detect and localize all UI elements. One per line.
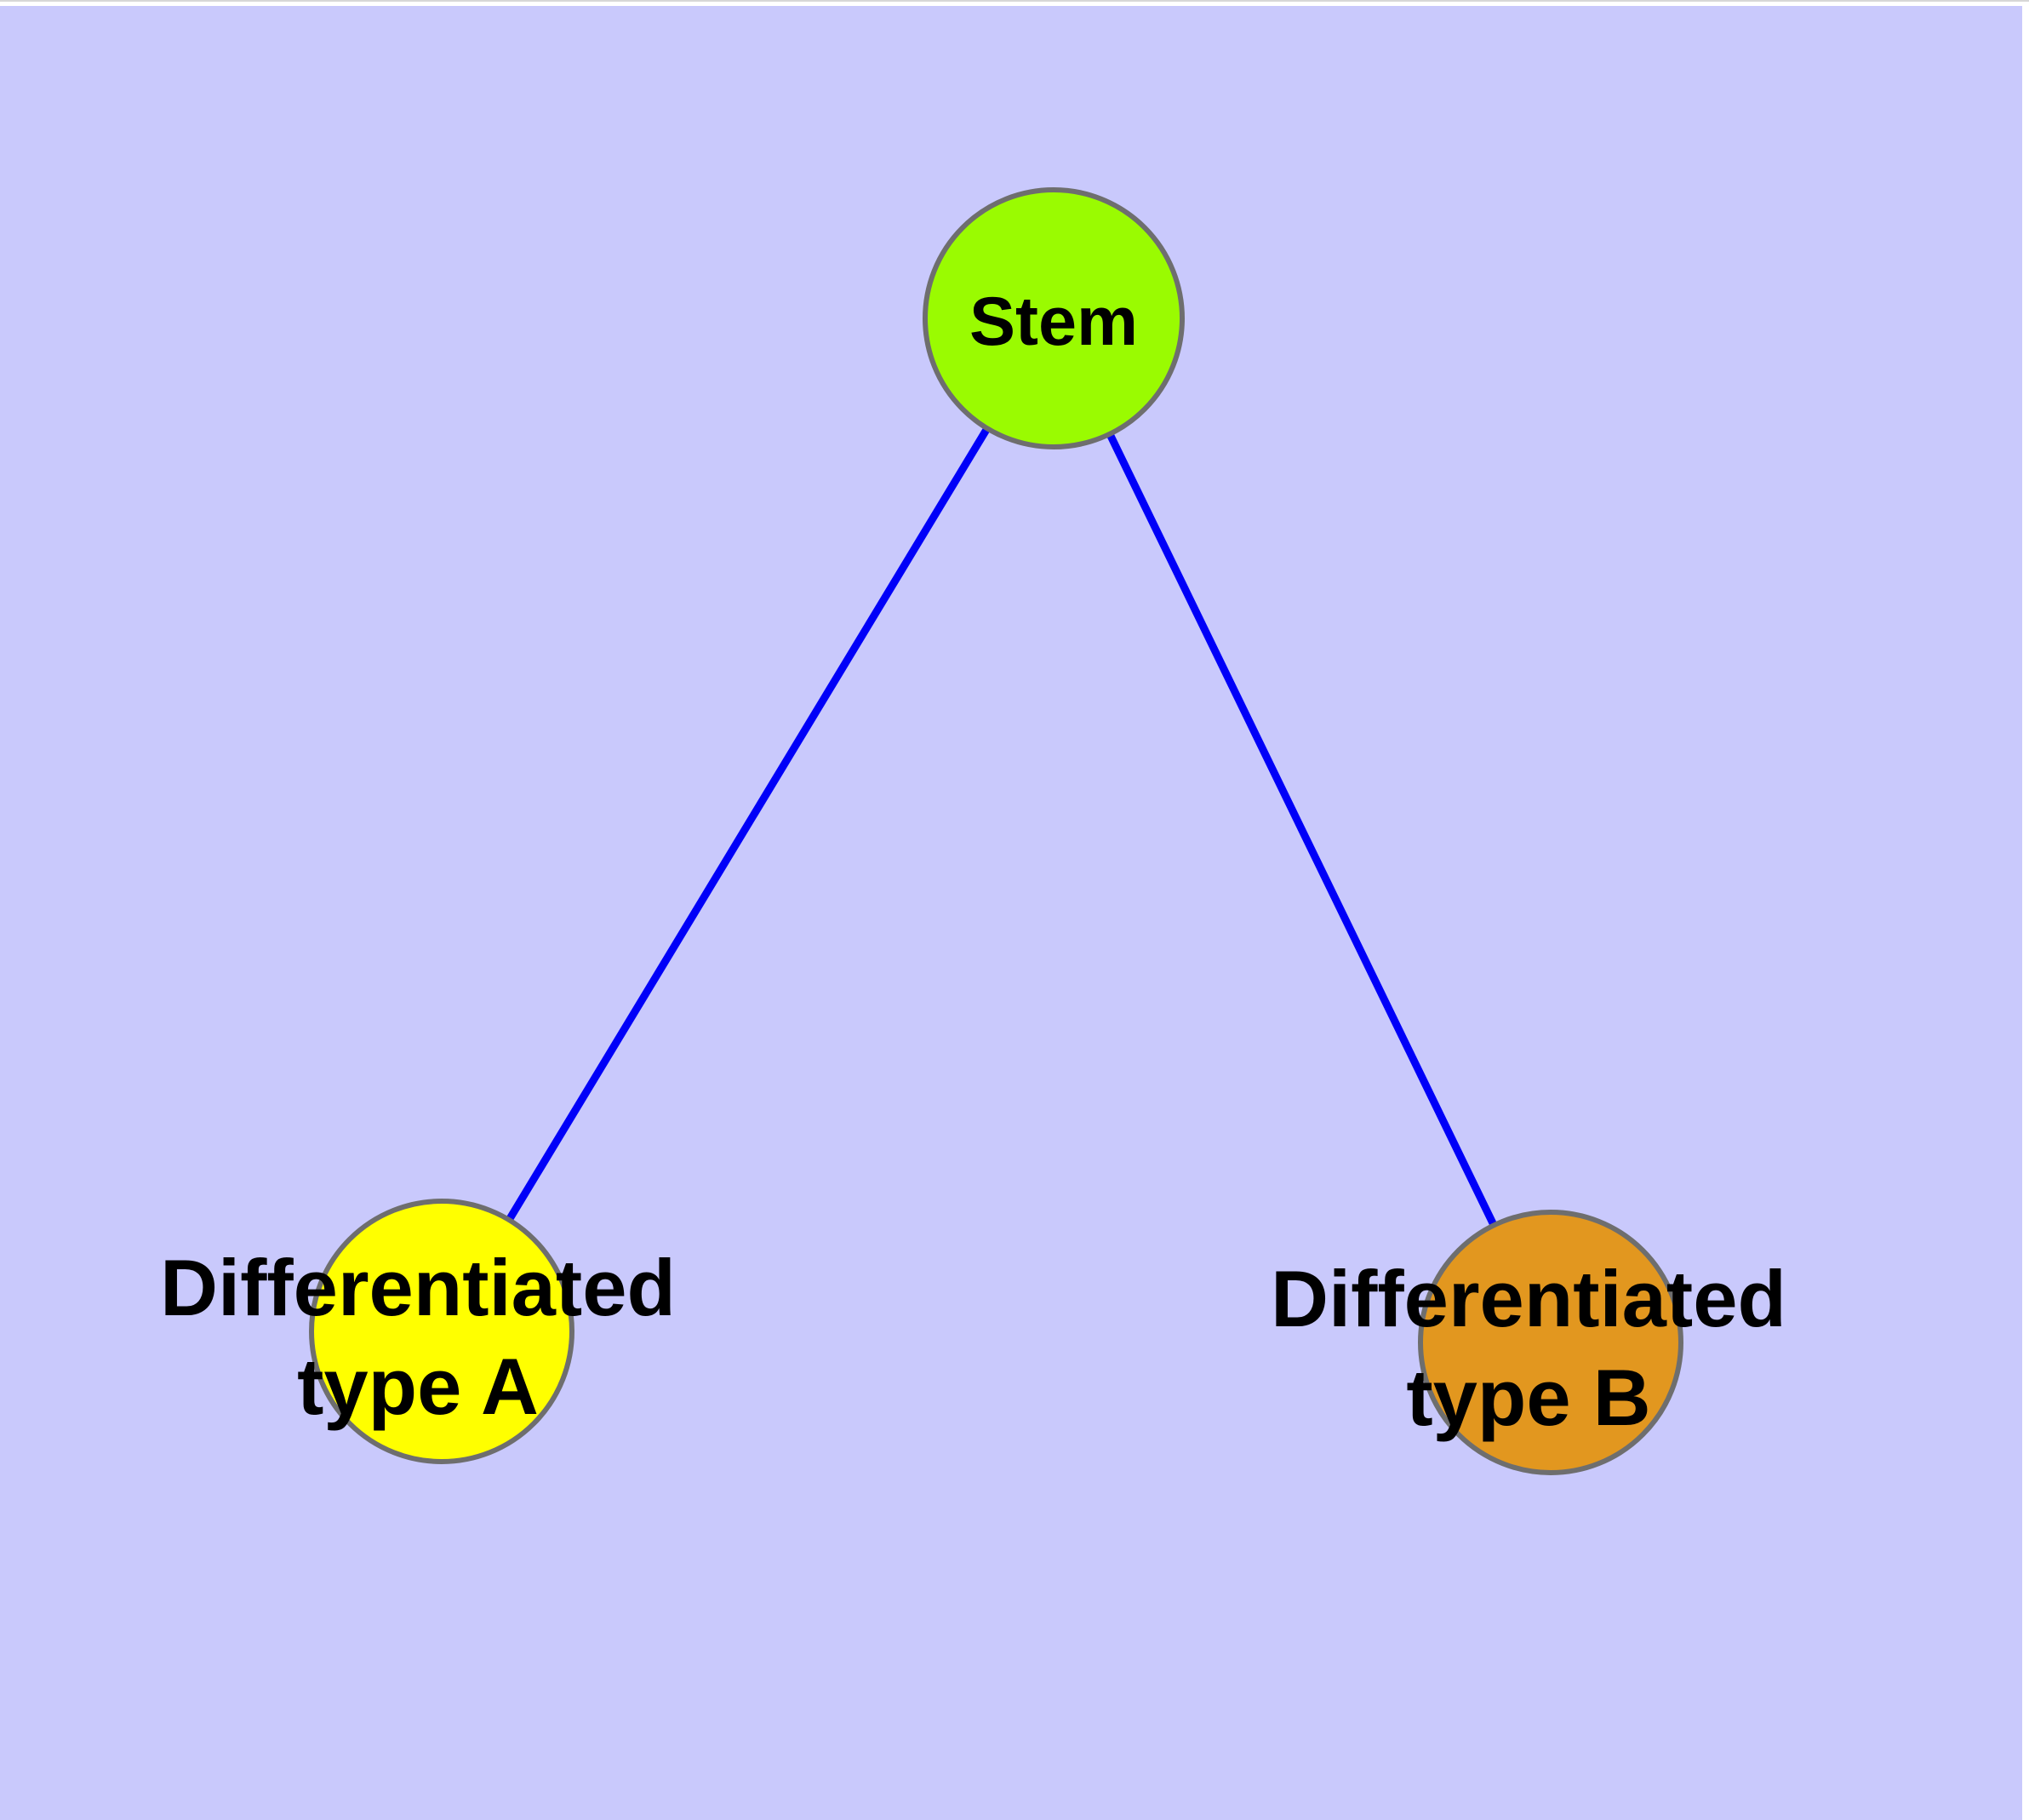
edge-stem-to-differentiated-type-b [1049, 317, 1555, 1344]
edge-stem-to-differentiated-type-a [438, 316, 1057, 1334]
node-circle-differentiated-type-b [1418, 1210, 1683, 1475]
node-circle-stem [923, 187, 1185, 449]
node-circle-differentiated-type-a [309, 1199, 574, 1464]
window-top-edge [0, 0, 2029, 2]
